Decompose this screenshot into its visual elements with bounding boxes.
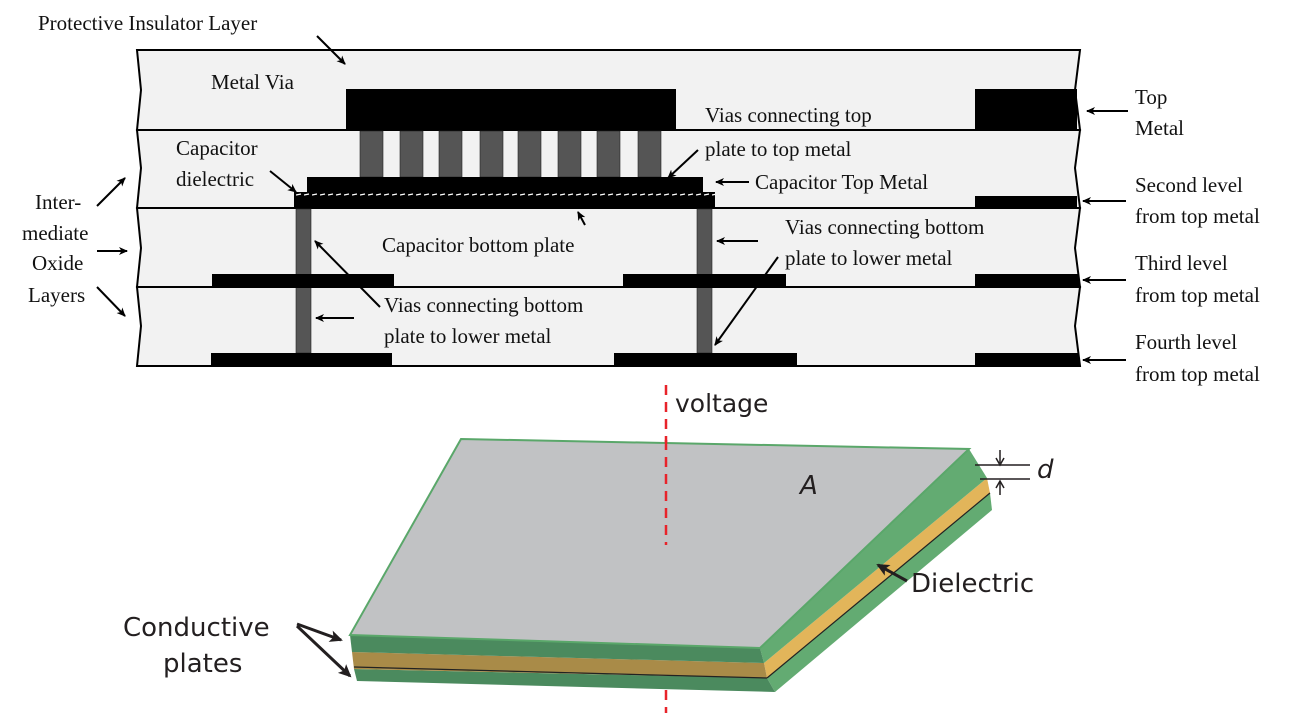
label-capacitor-top-metal: Capacitor Top Metal <box>755 170 928 194</box>
fourth-level-metal-right <box>975 353 1079 367</box>
capacitor-dielectric <box>294 192 715 197</box>
via <box>596 130 621 178</box>
label-area: A <box>798 471 818 501</box>
label-voltage: voltage <box>675 389 768 418</box>
bottom-plate-side <box>767 493 992 692</box>
label-protective-insulator: Protective Insulator Layer <box>38 11 257 35</box>
top-vias <box>359 130 662 178</box>
label-intermediate-1: Inter- <box>35 190 81 214</box>
arrow-cap-dielectric <box>269 170 297 193</box>
arrow-protective <box>316 35 346 65</box>
layer-seam-front <box>353 666 768 679</box>
thickness-dimension <box>975 450 1030 495</box>
via <box>517 130 542 178</box>
arrow-dielectric <box>876 563 908 583</box>
arrow-conductive-bottom <box>295 624 352 678</box>
label-vias-bottom-left-2: plate to lower metal <box>384 324 552 348</box>
plate-arrows <box>295 563 908 678</box>
label-second-level-2: from top metal <box>1135 204 1260 228</box>
label-intermediate-2: mediate <box>22 221 88 245</box>
label-third-level-2: from top metal <box>1135 283 1260 307</box>
top-plate-front <box>350 635 764 663</box>
oxide-layer-3 <box>135 286 1082 367</box>
arrow-bottom-plate <box>577 211 586 226</box>
label-top-metal-2: Metal <box>1135 116 1184 140</box>
third-level-metal-middle <box>623 274 786 288</box>
label-capacitor-dielectric-2: dielectric <box>176 167 254 191</box>
label-fourth-level-2: from top metal <box>1135 362 1260 386</box>
label-capacitor-dielectric-1: Capacitor <box>176 136 258 160</box>
label-capacitor-bottom-plate: Capacitor bottom plate <box>382 233 574 257</box>
label-metal-via: Metal Via <box>211 70 295 94</box>
label-conductive-1: Conductive <box>123 613 270 643</box>
via <box>438 130 463 178</box>
label-vias-bottom-right-2: plate to lower metal <box>785 246 953 270</box>
layer-seam <box>766 492 991 679</box>
label-vias-top-1: Vias connecting top <box>705 103 872 127</box>
annotation-arrows <box>96 35 1128 364</box>
top-plate-surface <box>348 437 972 650</box>
second-level-metal <box>975 196 1077 208</box>
metal-via-block <box>346 89 676 131</box>
label-intermediate-3: Oxide <box>32 251 83 275</box>
via <box>637 130 662 178</box>
cross-section: Protective Insulator Layer Metal Via Via… <box>22 11 1260 386</box>
label-top-metal-1: Top <box>1135 85 1167 109</box>
fourth-level-metal-left <box>211 353 392 367</box>
capacitor-bottom-plate <box>294 197 715 209</box>
label-fourth-level-1: Fourth level <box>1135 330 1237 354</box>
via <box>479 130 504 178</box>
top-plate-side <box>760 449 987 663</box>
label-third-level-1: Third level <box>1135 251 1228 275</box>
label-vias-bottom-right-1: Vias connecting bottom <box>785 215 984 239</box>
parallel-plate-capacitor: voltage A d Dielectric Conductive plates <box>123 385 1054 713</box>
third-level-metal-left <box>212 274 394 288</box>
bottom-plate-front <box>354 669 775 692</box>
label-conductive-2: plates <box>163 649 242 679</box>
arrow-conductive-top <box>296 622 343 642</box>
label-second-level-1: Second level <box>1135 173 1243 197</box>
via-bottom-right-lower <box>696 286 713 354</box>
dielectric-side <box>764 478 990 678</box>
arrow-intermediate-3 <box>96 286 126 317</box>
top-metal-right <box>975 89 1077 131</box>
arrow-intermediate-1 <box>96 177 126 207</box>
label-vias-bottom-left-1: Vias connecting bottom <box>384 293 583 317</box>
dielectric-front <box>352 652 767 678</box>
via-bottom-left-lower <box>295 286 312 354</box>
arrow-vias-left-upper <box>314 240 381 308</box>
fourth-level-metal-middle <box>614 353 797 367</box>
label-intermediate-4: Layers <box>28 283 85 307</box>
via <box>359 130 384 178</box>
via <box>399 130 424 178</box>
arrow-vias-right-lower <box>714 256 779 346</box>
third-level-metal-right <box>975 274 1079 288</box>
label-dielectric: Dielectric <box>911 569 1034 599</box>
label-thickness: d <box>1037 455 1054 485</box>
capacitor-top-metal <box>307 177 703 192</box>
via <box>557 130 582 178</box>
arrow-vias-top <box>667 149 699 179</box>
label-vias-top-2: plate to top metal <box>705 137 852 161</box>
